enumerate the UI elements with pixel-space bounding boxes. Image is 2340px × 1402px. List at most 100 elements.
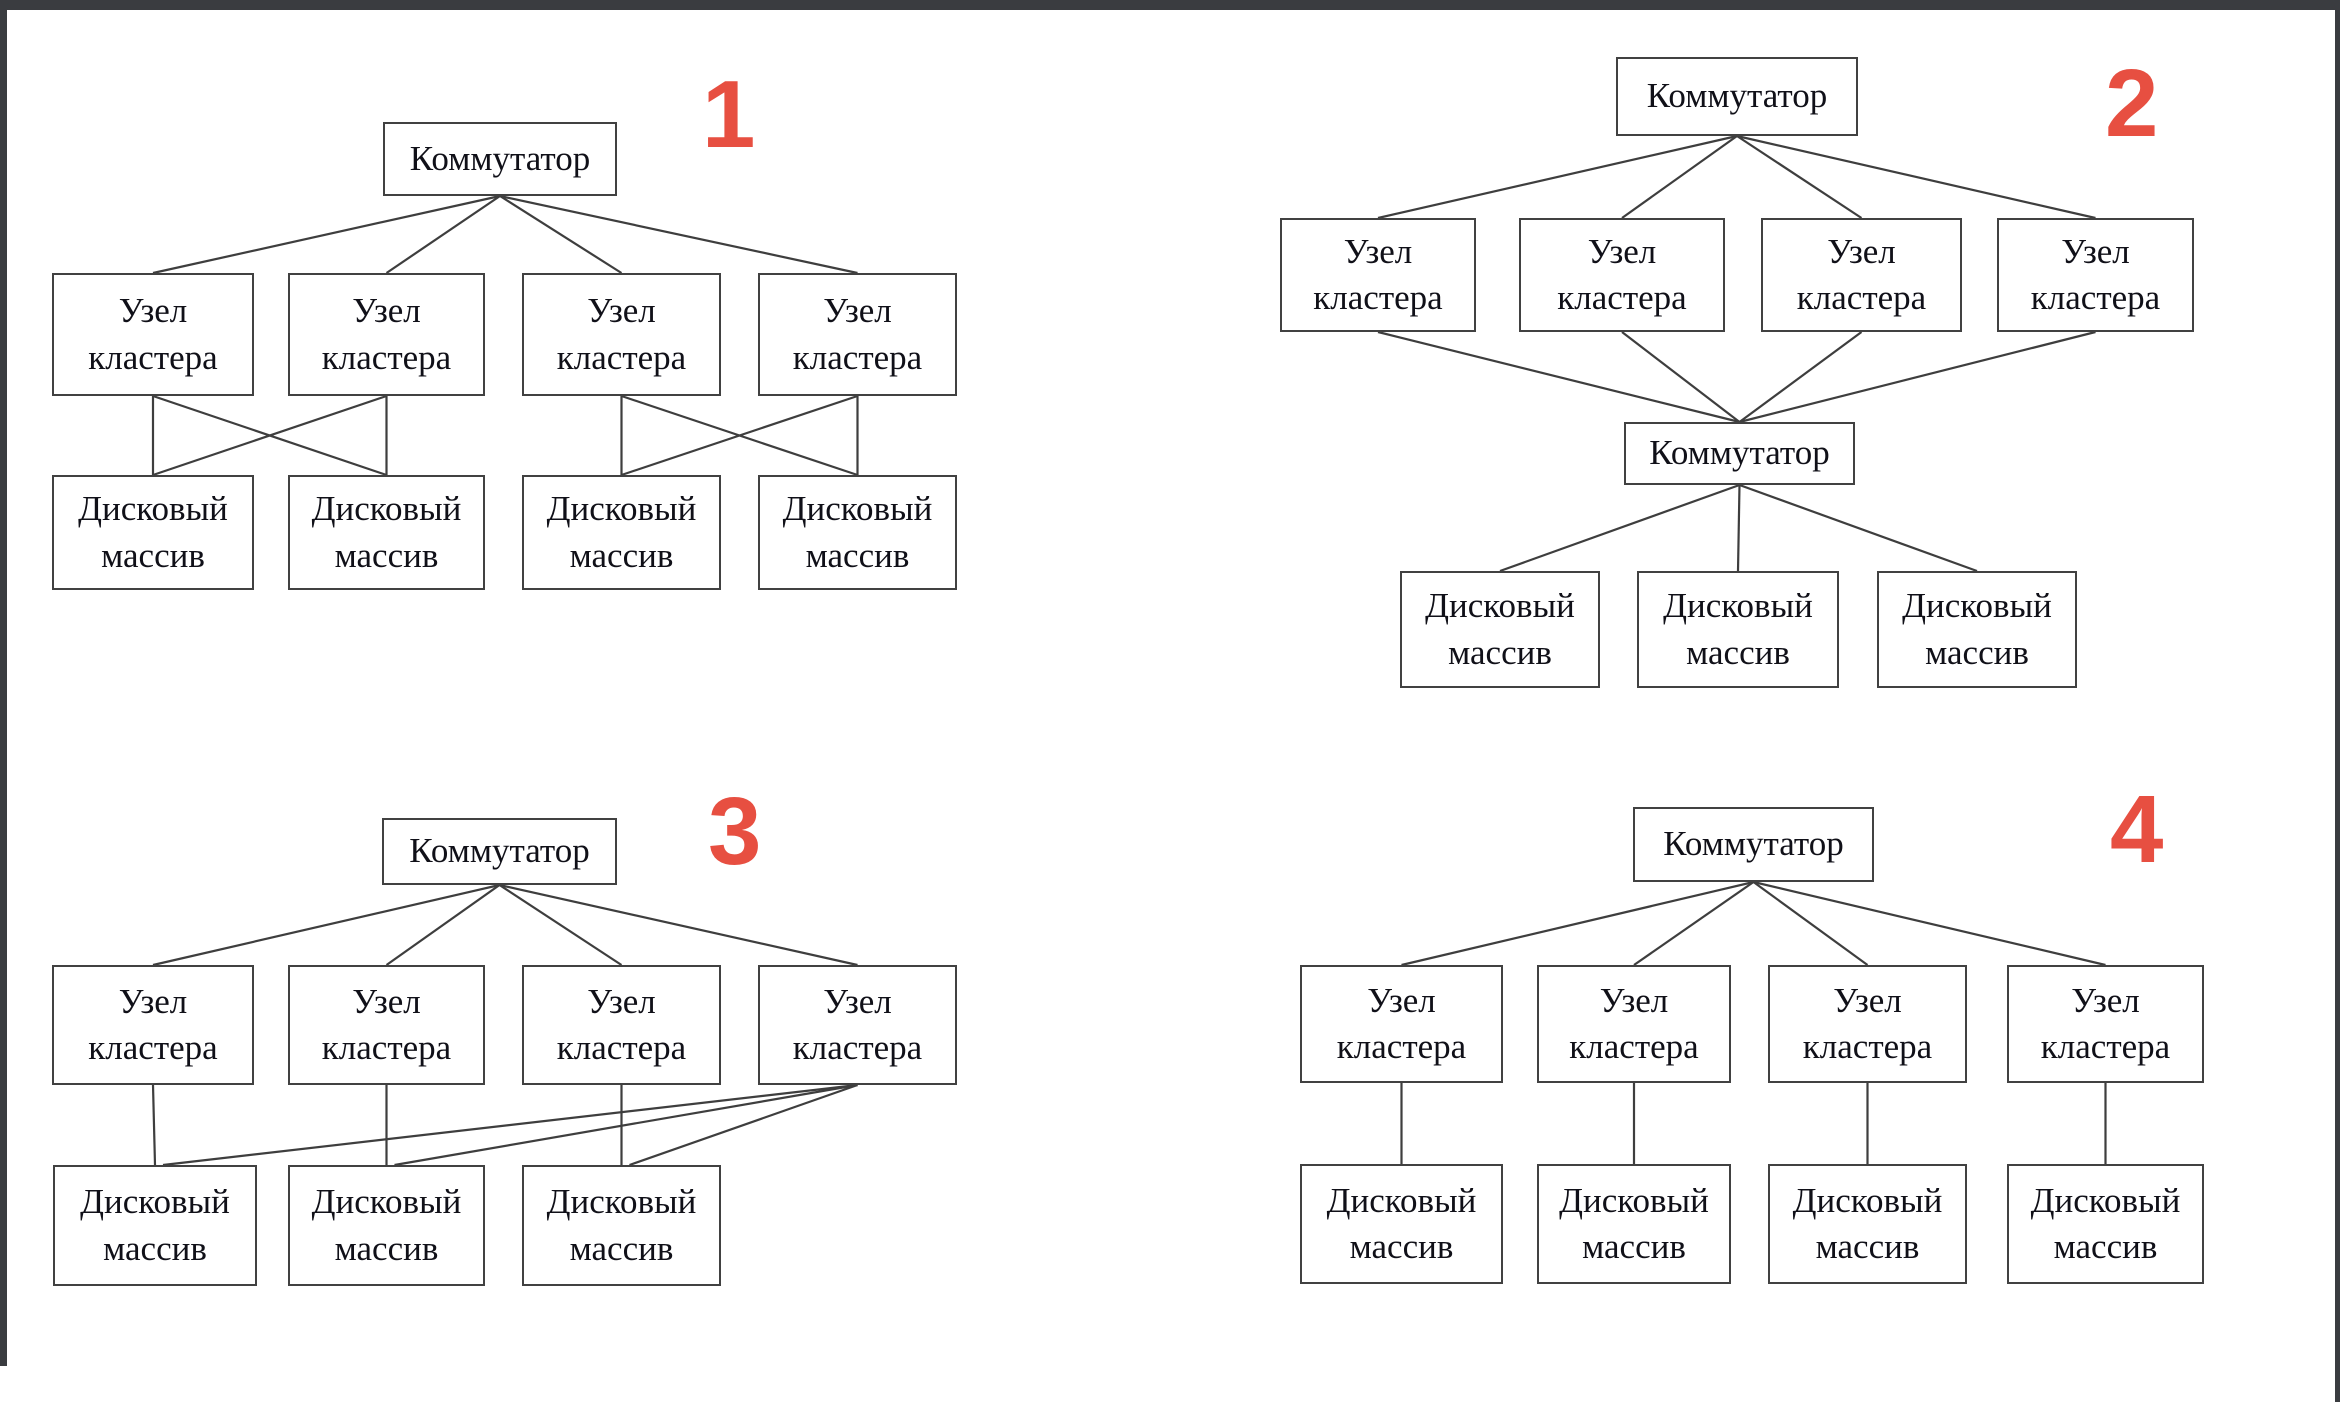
switch-box: Коммутатор	[1633, 807, 1874, 882]
disk-array-box: Дисковый массив	[1768, 1164, 1967, 1284]
connection-line	[152, 883, 500, 967]
connection-line	[152, 394, 387, 477]
cluster-node-box: Узел кластера	[1768, 965, 1967, 1083]
cluster-node-box: Узел кластера	[1280, 218, 1476, 332]
disk-array-label: Дисковый массив	[546, 489, 697, 575]
connection-line	[1736, 135, 1863, 219]
cluster-node-box: Узел кластера	[1997, 218, 2194, 332]
cluster-node-box: Узел кластера	[288, 273, 485, 396]
cluster-node-box: Узел кластера	[52, 965, 254, 1085]
connection-line	[1633, 881, 1755, 966]
connection-line	[1736, 134, 2096, 220]
connection-line	[1752, 881, 1869, 966]
diagram-number: 1	[702, 61, 756, 168]
cluster-node-label: Узел кластера	[321, 291, 452, 377]
window-frame-top	[0, 0, 2340, 10]
disk-array-label: Дисковый массив	[782, 489, 933, 575]
disk-array-label: Дисковый массив	[78, 489, 228, 575]
disk-array-label: Дисковый массив	[2030, 1180, 2181, 1266]
diagram-number: 3	[708, 778, 762, 885]
cluster-node-label: Узел кластера	[556, 981, 687, 1067]
cluster-node-box: Узел кластера	[2007, 965, 2204, 1083]
window-frame-right	[2335, 0, 2340, 1402]
disk-array-box: Дисковый массив	[1537, 1164, 1731, 1284]
disk-array-box: Дисковый массив	[288, 475, 485, 590]
cluster-node-box: Узел кластера	[1300, 965, 1503, 1083]
switch-box: Коммутатор	[382, 818, 617, 885]
disk-array-label: Дисковый массив	[1902, 586, 2052, 672]
connection-line	[162, 1083, 858, 1167]
disk-array-label: Дисковый массив	[1326, 1180, 1477, 1266]
connection-line	[1621, 331, 1741, 423]
cluster-node-label: Узел кластера	[88, 291, 218, 377]
disk-array-box: Дисковый массив	[1400, 571, 1600, 688]
disk-array-box: Дисковый массив	[758, 475, 957, 590]
diagram-number: 2	[2105, 50, 2159, 157]
cluster-node-box: Узел кластера	[522, 965, 721, 1085]
cluster-node-label: Узел кластера	[1313, 231, 1443, 317]
connection-line	[1739, 330, 2096, 424]
disk-array-label: Дисковый массив	[311, 1182, 462, 1268]
connection-line	[629, 1083, 858, 1167]
connection-line	[151, 1084, 157, 1166]
disk-array-box: Дисковый массив	[522, 1165, 721, 1286]
disk-array-box: Дисковый массив	[53, 1165, 257, 1286]
connection-line	[394, 1083, 858, 1167]
switch-label: Коммутатор	[409, 831, 590, 871]
disk-array-label: Дисковый массив	[1559, 1180, 1709, 1266]
connection-line	[385, 884, 501, 966]
connection-line	[1736, 484, 1741, 572]
connection-line	[498, 884, 623, 966]
cluster-node-box: Узел кластера	[1537, 965, 1731, 1083]
connection-line	[1377, 134, 1738, 220]
connection-line	[621, 394, 858, 477]
disk-array-label: Дисковый массив	[311, 489, 462, 575]
cluster-node-label: Узел кластера	[2040, 980, 2171, 1066]
disk-array-label: Дисковый массив	[1663, 586, 1813, 672]
connection-line	[1401, 880, 1754, 967]
connection-line	[1739, 483, 1978, 573]
disk-array-label: Дисковый массив	[80, 1182, 230, 1268]
cluster-node-label: Узел кластера	[1569, 980, 1699, 1066]
disk-array-label: Дисковый массив	[1792, 1180, 1943, 1266]
switch-box: Коммутатор	[1624, 422, 1855, 485]
connection-line	[1621, 135, 1738, 219]
cluster-node-label: Узел кластера	[2030, 231, 2161, 317]
switch-box: Коммутатор	[383, 122, 617, 196]
cluster-node-label: Узел кластера	[88, 981, 218, 1067]
cluster-node-label: Узел кластера	[556, 291, 687, 377]
disk-array-box: Дисковый массив	[1877, 571, 2077, 688]
connection-line	[499, 883, 858, 967]
disk-array-box: Дисковый массив	[522, 475, 721, 590]
cluster-node-box: Узел кластера	[1519, 218, 1725, 332]
cluster-node-box: Узел кластера	[288, 965, 485, 1085]
cluster-node-box: Узел кластера	[1761, 218, 1962, 332]
cluster-node-box: Узел кластера	[758, 273, 957, 396]
cluster-node-box: Узел кластера	[758, 965, 957, 1085]
switch-label: Коммутатор	[409, 138, 591, 178]
cluster-node-label: Узел кластера	[792, 981, 923, 1067]
cluster-node-label: Узел кластера	[1802, 980, 1933, 1066]
disk-array-box: Дисковый массив	[52, 475, 254, 590]
cluster-node-box: Узел кластера	[52, 273, 254, 396]
cluster-node-label: Узел кластера	[1336, 980, 1467, 1066]
connection-line	[1377, 330, 1740, 424]
connection-line	[499, 195, 623, 274]
switch-label: Коммутатор	[1646, 76, 1828, 116]
disk-array-label: Дисковый массив	[546, 1182, 697, 1268]
connection-line	[385, 195, 501, 274]
disk-array-box: Дисковый массив	[2007, 1164, 2204, 1284]
connection-line	[499, 194, 858, 275]
connection-line	[1753, 880, 2106, 967]
switch-label: Коммутатор	[1649, 433, 1830, 473]
disk-array-label: Дисковый массив	[1425, 586, 1575, 672]
switch-label: Коммутатор	[1663, 824, 1844, 864]
cluster-node-label: Узел кластера	[1557, 231, 1687, 317]
connection-line	[1738, 331, 1863, 423]
cluster-node-label: Узел кластера	[1796, 231, 1927, 317]
connection-line	[1499, 483, 1740, 573]
disk-array-box: Дисковый массив	[1300, 1164, 1503, 1284]
cluster-node-label: Узел кластера	[321, 981, 452, 1067]
